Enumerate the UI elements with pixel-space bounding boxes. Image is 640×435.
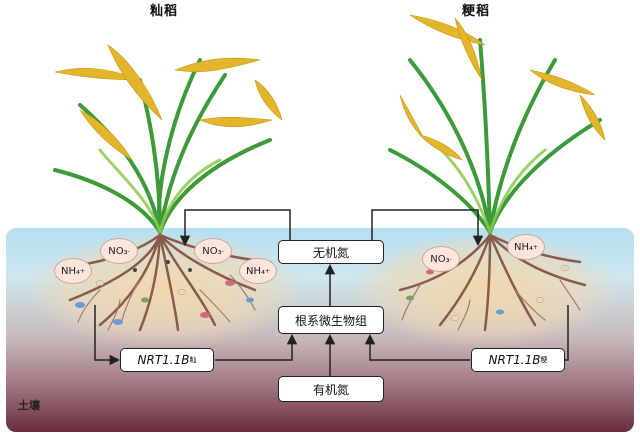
- ion-label: NO₃: [430, 253, 450, 265]
- ion-charge: +: [264, 267, 271, 275]
- gene-variant: 籼: [189, 356, 197, 364]
- gene-name: NRT1.1B: [488, 353, 541, 367]
- japonica-plant: [388, 14, 606, 332]
- box-organic-nitrogen: 有机氮: [278, 376, 384, 402]
- ion-charge: +: [532, 243, 539, 251]
- gene-variant: 粳: [540, 356, 548, 364]
- soil-label: 土壤: [18, 399, 40, 412]
- rhizosphere-right: [350, 232, 620, 348]
- indica-plant: [53, 44, 283, 332]
- ion-nh4-mid: NH₄+: [239, 258, 277, 284]
- box-inorganic-nitrogen: 无机氮: [278, 240, 384, 264]
- rhizosphere-left: [25, 232, 305, 348]
- ion-label: NO₃: [202, 245, 222, 257]
- arrow-nrt-right-to-microbiome: [364, 333, 470, 361]
- arrow-inorganic-to-japonica: [371, 209, 484, 247]
- flow-arrows: [94, 209, 569, 376]
- ion-label: NO₃: [108, 245, 128, 257]
- gene-name: NRT1.1B: [137, 353, 190, 367]
- title-japonica: 粳稻: [462, 4, 491, 19]
- ion-no3-mid: NO₃-: [194, 238, 232, 264]
- box-root-microbiome: 根系微生物组: [278, 306, 384, 334]
- arrow-nrt-left-to-microbiome: [215, 333, 298, 361]
- arrow-inorganic-to-indica: [179, 209, 291, 247]
- ion-charge: -: [127, 247, 130, 255]
- ion-charge: +: [79, 267, 86, 275]
- ion-label: NH₄: [245, 265, 265, 277]
- microbes-right: [406, 265, 570, 321]
- ion-no3-right: NO₃-: [422, 246, 460, 272]
- ion-label: NH₄: [60, 265, 80, 277]
- ion-charge: -: [221, 247, 224, 255]
- ion-label: NH₄: [513, 241, 533, 253]
- arrow-root-to-nrt-left: [94, 305, 121, 366]
- ion-nh4-left: NH₄+: [54, 258, 92, 284]
- ion-nh4-right: NH₄+: [507, 234, 545, 260]
- ion-no3-left: NO₃-: [100, 238, 138, 264]
- title-indica: 籼稻: [150, 4, 179, 19]
- ion-charge: -: [449, 255, 452, 263]
- microbes-left: [75, 260, 254, 325]
